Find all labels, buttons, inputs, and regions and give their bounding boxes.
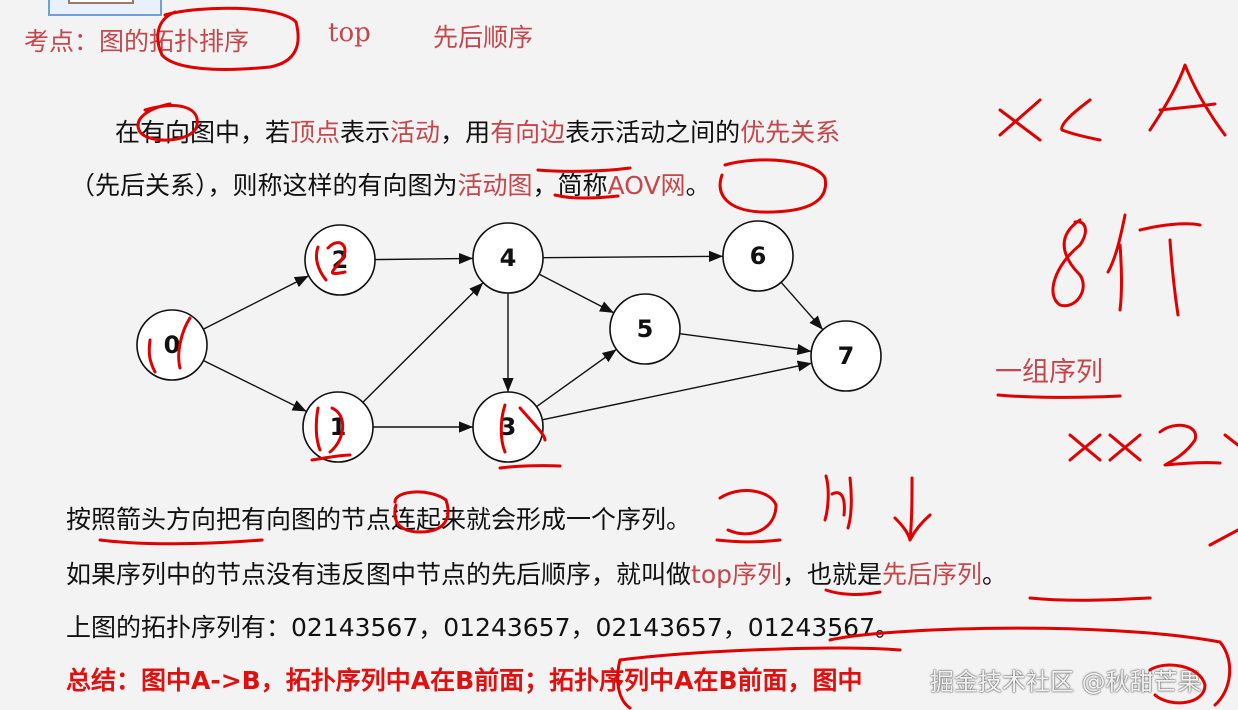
summary-line: 总结：图中A->B，拓扑序列中A在B前面；拓扑序列中A在B前面，图中 xyxy=(66,666,863,695)
text-segment: ，也就是 xyxy=(781,560,882,589)
slide-logo xyxy=(48,0,162,16)
edge-3-5 xyxy=(536,348,617,408)
node-5 xyxy=(609,293,681,365)
node-label: 4 xyxy=(500,244,517,272)
text-segment: 在有向图中，若 xyxy=(115,118,291,147)
highlighted-term: 优先关系 xyxy=(740,118,841,147)
watermark: 掘金技术社区 @秋甜芒果 xyxy=(930,668,1202,696)
node-3 xyxy=(472,391,544,463)
highlighted-term: 活动 xyxy=(390,118,441,147)
edge-1-4 xyxy=(362,282,484,403)
edge-0-2 xyxy=(202,275,310,330)
node-1 xyxy=(302,391,374,463)
text-segment: 表示 xyxy=(340,118,391,147)
highlighted-term: 顶点 xyxy=(290,118,341,147)
highlighted-term: 先后序列 xyxy=(882,560,983,589)
text-segment: 表示活动之间的 xyxy=(565,118,741,147)
edge-4-6 xyxy=(542,250,724,262)
body-line-1: 按照箭头方向把有向图的节点连起来就会形成一个序列。 xyxy=(66,505,692,534)
edge-0-1 xyxy=(203,359,307,413)
text-segment: 。 xyxy=(982,560,1008,589)
text-segment: 。 xyxy=(685,171,711,200)
node-7 xyxy=(810,320,882,392)
handwriting-ink xyxy=(98,6,1238,710)
intro-line-2: （先后关系），则称这样的有向图为活动图，简称AOV网。 xyxy=(70,166,711,202)
text-segment: ，用 xyxy=(440,118,491,147)
node-label: 7 xyxy=(838,342,855,370)
body-line-3: 上图的拓扑序列有：02143567，01243657，02143657，0124… xyxy=(66,613,900,642)
header-label: 考点： xyxy=(24,27,100,56)
node-label: 5 xyxy=(637,315,654,343)
body-line-2: 如果序列中的节点没有违反图中节点的先后顺序，就叫做top序列，也就是先后序列。 xyxy=(66,555,1007,591)
edge-3-7 xyxy=(542,360,812,421)
keyword-top: top xyxy=(328,18,371,48)
edge-5-7 xyxy=(679,332,812,356)
annotation-group-sequence: 一组序列 xyxy=(995,357,1103,388)
slide-header: 考点：图的拓扑排序 xyxy=(24,22,249,58)
edge-6-7 xyxy=(780,281,824,331)
text-segment: 如果序列中的节点没有违反图中节点的先后顺序，就叫做 xyxy=(66,560,692,589)
node-6 xyxy=(722,220,794,292)
edge-4-5 xyxy=(538,273,615,314)
text-segment: ，简称 xyxy=(532,171,608,200)
header-topic: 图的拓扑排序 xyxy=(99,27,250,56)
highlighted-term: AOV网 xyxy=(607,171,686,200)
node-label: 3 xyxy=(500,413,517,441)
highlighted-term: 有向边 xyxy=(490,118,566,147)
node-4 xyxy=(472,222,544,294)
keyword-order: 先后顺序 xyxy=(433,23,534,52)
intro-line-1: 在有向图中，若顶点表示活动，用有向边表示活动之间的优先关系 xyxy=(115,113,840,149)
node-label: 0 xyxy=(164,331,181,359)
node-0 xyxy=(136,309,208,381)
highlighted-term: 活动图 xyxy=(457,171,533,200)
text-segment: （先后关系），则称这样的有向图为 xyxy=(70,171,458,200)
highlighted-term: top序列 xyxy=(691,560,782,589)
graph-edges xyxy=(202,250,824,433)
edge-2-4 xyxy=(374,252,474,265)
node-label: 6 xyxy=(750,242,767,270)
